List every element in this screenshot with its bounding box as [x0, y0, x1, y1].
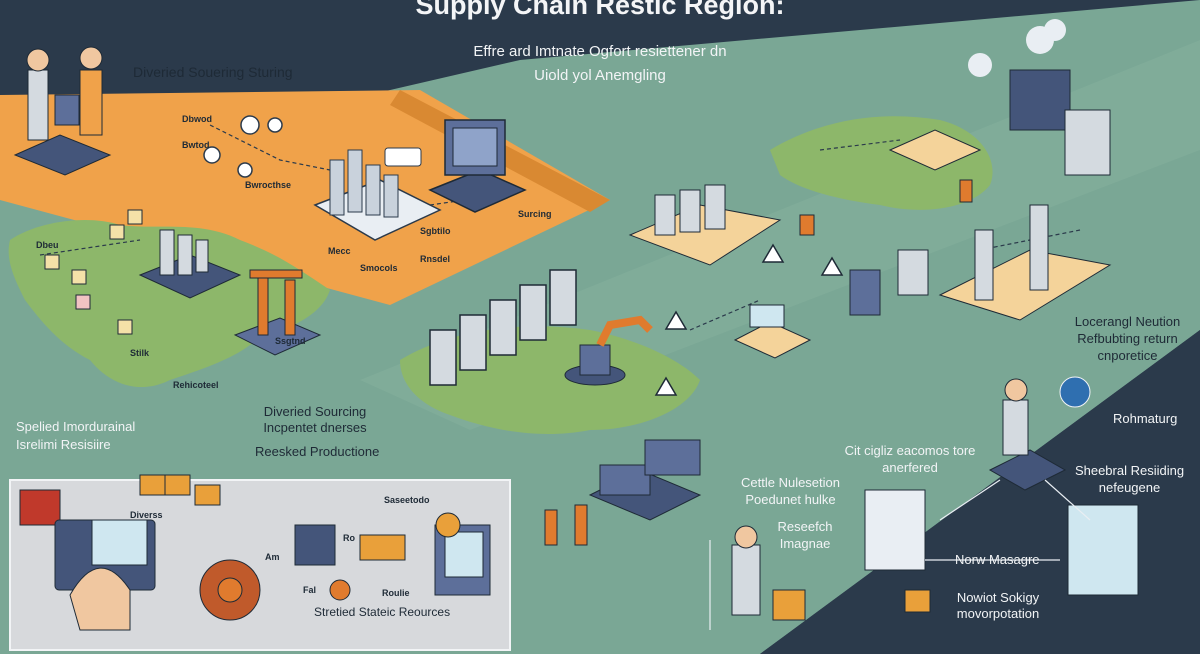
tag-dbwod: Dbwod [182, 114, 212, 124]
cit-line-1: Cit cigliz eacomos tore [844, 443, 976, 458]
tag-ssgtnd: Ssgtnd [275, 336, 306, 346]
central-machines [544, 439, 702, 546]
display-tag [384, 147, 422, 167]
specialized-line-2: Isrelimi Resisiire [16, 437, 111, 452]
inset-heading-line-3: Reesked Productione [255, 444, 380, 459]
factory-platform [313, 149, 442, 241]
map-label-dbeu: Dbeu [36, 240, 59, 250]
now-setup-line-2: movorpotation [956, 606, 1040, 621]
inset-fal: Fal [303, 585, 317, 595]
inset-roulie: Roulie [382, 588, 410, 598]
west-factory [138, 229, 242, 299]
right-factory [888, 19, 1111, 176]
server-racks [429, 269, 577, 386]
research-line-1: Reseefch [777, 519, 833, 534]
special-line-2: nefeugene [1098, 480, 1161, 495]
specialized-line-1: Spelied Imordurainal [16, 419, 136, 434]
inset-ro: Ro [343, 533, 355, 543]
research-line-2: Imagnae [779, 536, 831, 551]
supplier-cubes-west [44, 209, 143, 335]
tag-smocols: Smocols [360, 263, 398, 273]
inset-heading: Diveried Sourcing Incpentet dnerses [240, 404, 390, 436]
map-label-rehicoteel: Rehicoteel [173, 380, 219, 390]
cit-line-2: anerfered [882, 460, 938, 475]
local-line-3: cnporetice [1097, 348, 1158, 363]
cettle-line-2: Poedunet hulke [745, 492, 836, 507]
tag-mecc: Mecc [328, 246, 351, 256]
subtitle-line-2: Uiold yol Anemgling [534, 67, 666, 84]
inset-diverss: Diverss [130, 510, 163, 520]
now-setup-line-1: Nowiot Sokigy [956, 590, 1040, 605]
page-title: Supply Chain Restic Region: [415, 0, 785, 20]
tag-sgbtilo: Sgbtilo [420, 226, 451, 236]
robot-arm [564, 315, 653, 386]
inset-heading-line-1: Diveried Sourcing [263, 404, 367, 419]
cettle-label: Cettle Nulesetion Poedunet hulke [733, 474, 848, 508]
cettle-line-1: Cettle Nulesetion [741, 475, 840, 490]
tag-bwtod: Bwtod [182, 140, 210, 150]
local-network-label: Locerangl Neution Refbubting return cnpo… [1060, 313, 1195, 364]
diversified-sourcing-label: Diveried Souering Sturing [133, 64, 293, 80]
workers-illustration [13, 46, 112, 176]
cit-label: Cit cigliz eacomos tore anerfered [840, 442, 980, 476]
tag-bwrocthse: Bwrocthse [245, 180, 292, 190]
right-platforms [628, 184, 1112, 359]
tag-rnsdel: Rnsdel [420, 254, 451, 264]
rohmaturg-label: Rohmaturg [1113, 411, 1178, 426]
map-label-stilk: Stilk [130, 348, 150, 358]
special-resiliding-label: Sheebral Resiiding nefeugene [1072, 462, 1187, 496]
control-console [428, 119, 527, 213]
special-line-1: Sheebral Resiiding [1074, 463, 1185, 478]
west-crane [233, 269, 322, 356]
tag-surcing: Surcing [518, 209, 552, 219]
warning-icons [654, 243, 844, 396]
lower-right-figures [731, 376, 1139, 621]
local-line-2: Refbubting return [1077, 331, 1178, 346]
inset-heading-line-2: Incpentet dnerses [263, 420, 367, 435]
new-message-label: Norw Masagre [955, 552, 1040, 567]
inset-illustrations [19, 474, 491, 631]
subtitle-line-1: Effre ard Imtnate Ogfort resiettener dn [473, 43, 727, 60]
gear-icons [203, 115, 283, 178]
now-setup-label: Nowiot Sokigy movorpotation [948, 590, 1048, 622]
specialized-label: Spelied Imordurainal Isrelimi Resisiire [16, 418, 135, 454]
lower-right-arrows [709, 479, 1091, 630]
inset-footer: Stretied Stateic Reources [314, 605, 451, 619]
local-line-1: Locerangl Neution [1074, 314, 1181, 329]
research-label: Reseefch Imagnae [770, 518, 840, 552]
inset-am: Am [265, 552, 280, 562]
inset-sasestod: Saseetodo [384, 495, 430, 505]
right-buildings [799, 179, 973, 316]
page-subtitle: Effre ard Imtnate Ogfort resiettener dn … [0, 40, 1200, 88]
land-mass-west [8, 220, 330, 388]
